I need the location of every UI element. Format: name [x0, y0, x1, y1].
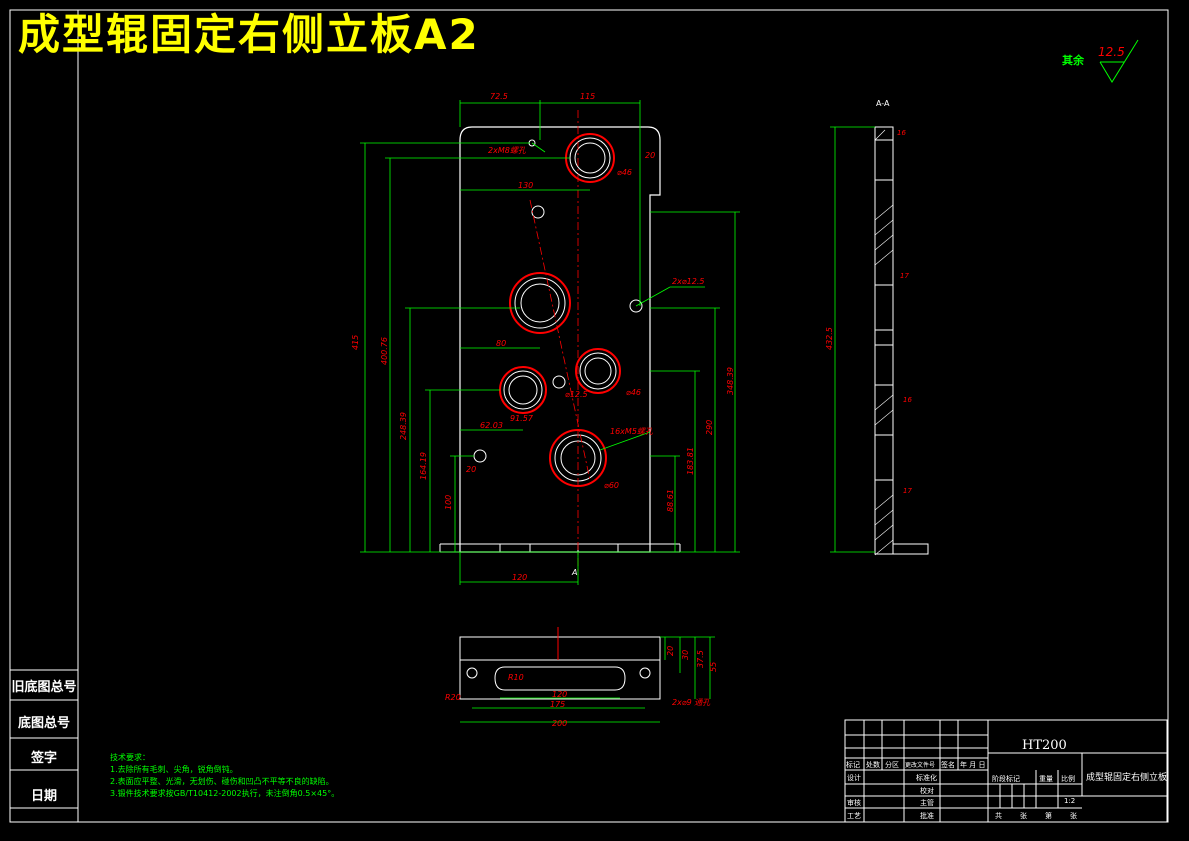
bottom-view: 120 175 200 20 30 37.5 55 R10 R20 2x⌀9 通… — [445, 627, 718, 728]
section-mark-a: A — [571, 568, 577, 577]
bottom-dim-37-5: 37.5 — [696, 650, 705, 668]
side-label-old-drawing-no: 旧底图总号 — [11, 680, 77, 695]
front-dim-lines — [360, 100, 740, 585]
part-name: 成型辊固定右侧立板 — [1086, 773, 1168, 783]
tb-label-qianming: 签名 — [941, 761, 955, 769]
small-hole-1 — [531, 205, 545, 219]
tb-label-zhuguan: 主管 — [920, 799, 934, 807]
tb-label-gongyi: 工艺 — [847, 812, 861, 820]
bottom-dim-200: 200 — [552, 719, 567, 728]
hole-note-2: 2x⌀12.5 — [672, 277, 704, 286]
dim-120: 120 — [512, 573, 527, 582]
roughness-value: 12.5 — [1098, 45, 1125, 59]
dim-130: 130 — [518, 181, 533, 190]
phi-12-5: ⌀12.5 — [565, 390, 588, 399]
side-section-view: A-A 432.5 16 17 17 16 — [825, 99, 929, 556]
side-label-drawing-no: 底图总号 — [17, 716, 70, 731]
tb-label-zhang2: 张 — [1070, 812, 1077, 820]
dim-16b: 16 — [903, 396, 912, 404]
roughness-symbol — [1099, 39, 1139, 83]
tb-label-jiaodui: 校对 — [920, 787, 934, 795]
dim-183-81: 183.81 — [686, 447, 695, 475]
tech-item-2: 2.表面应平整、光滑，无划伤、碰伤和凹凸不平等不良的缺陷。 — [110, 777, 334, 786]
drawing-title: 成型辊固定右侧立板A2 — [18, 10, 480, 59]
tech-item-3: 3.锻件技术要求按GB/T10412-2002执行，未注倒角0.5×45°。 — [110, 789, 340, 798]
small-hole-4 — [552, 375, 566, 389]
title-block — [844, 719, 1168, 823]
bottom-dim-55: 55 — [709, 662, 718, 672]
tech-item-1: 1.去除所有毛刺、尖角，锐角倒钝。 — [110, 765, 238, 774]
dim-248-39: 248.39 — [399, 412, 408, 440]
outer-frame — [9, 9, 1169, 823]
tb-label-biaozhunhua: 标准化 — [916, 774, 937, 782]
tb-label-shenhe: 审核 — [847, 799, 861, 807]
dim-88-61: 88.61 — [666, 489, 675, 512]
dim-415: 415 — [351, 335, 360, 350]
dim-290: 290 — [705, 420, 714, 435]
side-table-lines — [10, 669, 78, 809]
phi-46b: ⌀46 — [626, 388, 641, 397]
bottom-dim-20: 20 — [666, 646, 675, 656]
tech-heading: 技术要求： — [110, 753, 150, 762]
tb-label-sheji: 设计 — [847, 774, 861, 782]
small-hole-2 — [629, 299, 643, 313]
hole-note-3: 16xM5螺孔 — [610, 427, 654, 436]
dim-20a: 20 — [645, 151, 655, 160]
bottom-hole-note: 2x⌀9 通孔 — [672, 698, 711, 707]
bottom-r10: R10 — [508, 673, 524, 682]
bottom-r20: R20 — [445, 693, 461, 702]
front-view: 72.5 115 130 20 80 62.03 120 20 2xM8螺孔 2… — [351, 92, 740, 585]
tb-label-bili: 比例 — [1061, 775, 1075, 783]
side-label-date: 日期 — [30, 789, 57, 804]
roughness-label: 其余 — [1062, 54, 1084, 67]
tb-label-chushu: 处数 — [866, 761, 880, 769]
tb-label-nianyueri: 年 月 日 — [960, 761, 986, 769]
hole-right-mid — [575, 348, 621, 394]
scale: 1:2 — [1064, 797, 1076, 805]
bottom-dim-175: 175 — [550, 700, 565, 709]
tb-label-zhang: 张 — [1020, 812, 1027, 820]
tb-label-fenqu: 分区 — [885, 761, 899, 769]
tb-label-pizhun: 批准 — [920, 812, 934, 820]
dim-17b: 17 — [903, 487, 912, 495]
dim-62: 62.03 — [480, 421, 503, 430]
dim-400-76: 400.76 — [380, 337, 389, 365]
dim-100: 100 — [444, 495, 453, 510]
small-hole-5 — [473, 449, 487, 463]
section-label: A-A — [876, 99, 890, 108]
material: HT200 — [1022, 738, 1067, 753]
dim-115: 115 — [580, 92, 595, 101]
tb-label-zhongliang: 重量 — [1039, 775, 1053, 783]
dim-80: 80 — [496, 339, 506, 348]
phi-46a: ⌀46 — [617, 168, 632, 177]
dim-17a: 17 — [900, 272, 909, 280]
tb-label-gong: 共 — [995, 812, 1002, 820]
dim-16: 16 — [897, 129, 906, 137]
side-label-signature: 签字 — [30, 751, 57, 766]
dim-164-19: 164.19 — [419, 452, 428, 480]
dim-91-57: 91.57 — [510, 414, 534, 423]
plate-outline — [459, 126, 661, 553]
bottom-dim-120: 120 — [552, 690, 567, 699]
hole-note-1: 2xM8螺孔 — [488, 146, 527, 155]
tb-label-jieduan: 阶段标记 — [992, 775, 1020, 783]
dim-348-39: 348.39 — [726, 367, 735, 395]
hole-left-mid — [499, 366, 547, 414]
technical-requirements: 技术要求： 1.去除所有毛刺、尖角，锐角倒钝。 2.表面应平整、光滑，无划伤、碰… — [110, 752, 339, 800]
hole-large-left — [509, 272, 571, 334]
dim-432-5: 432.5 — [825, 327, 834, 350]
dim-20b: 20 — [466, 465, 476, 474]
phi-60: ⌀60 — [604, 481, 619, 490]
dim-72-5: 72.5 — [490, 92, 508, 101]
bottom-dim-30: 30 — [681, 650, 690, 660]
tb-label-gengai: 更改文件号 — [905, 762, 936, 769]
tb-label-biaoji: 标记 — [846, 761, 860, 769]
tb-label-di: 第 — [1045, 812, 1052, 820]
hole-top — [565, 133, 615, 183]
